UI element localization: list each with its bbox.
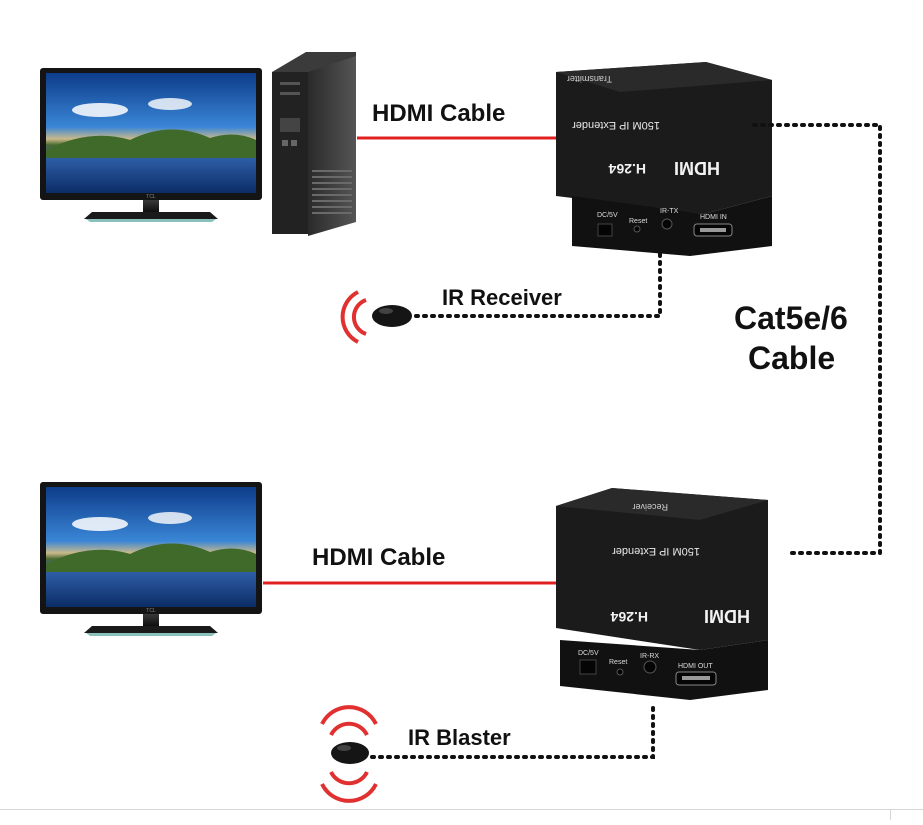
hdmi-cable-top-label: HDMI Cable xyxy=(372,100,506,127)
receiver-device: Receiver 150M IP Extender HDMI H.264 DC/… xyxy=(556,488,768,700)
receiver-port-ir: IR-RX xyxy=(640,653,659,660)
receiver-port-reset: Reset xyxy=(609,659,627,666)
bottom-divider-tick xyxy=(890,810,891,820)
receiver-model-label: 150M IP Extender xyxy=(612,545,700,557)
bottom-tv-base xyxy=(84,626,218,633)
transmitter-port-reset: Reset xyxy=(629,218,647,225)
transmitter-model-label: 150M IP Extender xyxy=(572,119,660,131)
ir-blaster-wave-top-outer xyxy=(320,705,378,725)
bottom-tv-neck xyxy=(143,614,159,626)
receiver-port-dc: DC/5V xyxy=(578,650,599,657)
receiver-front-panel xyxy=(560,640,768,700)
top-tv-base xyxy=(84,212,218,219)
ir-receiver-label: IR Receiver xyxy=(442,285,562,310)
transmitter-port-ir: IR-TX xyxy=(660,208,679,215)
receiver-brand-logo: HDMI xyxy=(704,606,750,626)
transmitter-port-dc: DC/5V xyxy=(597,212,618,219)
bottom-tv-brand: TCL xyxy=(146,608,156,614)
ir-blaster-label: IR Blaster xyxy=(408,725,511,750)
receiver-port-hdmi: HDMI OUT xyxy=(678,663,713,670)
hdmi-cable-bottom-label: HDMI Cable xyxy=(312,544,446,571)
top-tv: TCL xyxy=(40,68,262,222)
top-tv-neck xyxy=(143,200,159,212)
ir-blaster-eye xyxy=(331,742,369,764)
ir-blaster-cable xyxy=(370,706,655,759)
ir-blaster-wave-bottom-inner xyxy=(329,771,369,786)
transmitter-name-label: Transmitter xyxy=(567,74,612,84)
ir-receiver-device xyxy=(340,290,412,344)
ir-receiver-cable xyxy=(410,252,662,318)
ir-blaster-wave-top-inner xyxy=(329,721,369,736)
pc-side xyxy=(308,56,356,236)
bottom-divider xyxy=(0,809,923,810)
transmitter-port-hdmi: HDMI IN xyxy=(700,214,727,221)
cat-cable-label-line1: Cat5e/6 xyxy=(734,300,848,336)
bottom-tv-hills xyxy=(46,543,256,572)
ir-receiver-eye xyxy=(372,305,412,327)
transmitter-brand-logo: HDMI xyxy=(674,158,720,178)
cat-cable-label-line2: Cable xyxy=(748,340,836,376)
bottom-tv: TCL xyxy=(40,482,262,636)
ir-blaster-device xyxy=(320,705,378,803)
pc-front xyxy=(272,72,308,234)
transmitter-device: Transmitter 150M IP Extender HDMI H.264 … xyxy=(556,62,772,256)
top-tv-hills xyxy=(46,129,256,158)
receiver-name-label: Receiver xyxy=(632,502,668,512)
pc-tower xyxy=(272,52,356,236)
ir-receiver-wave-outer xyxy=(340,290,359,344)
ir-blaster-wave-bottom-outer xyxy=(320,783,378,803)
cat-cable-line xyxy=(752,123,882,555)
ir-receiver-wave-inner xyxy=(351,298,367,336)
receiver-codec-label: H.264 xyxy=(610,609,648,625)
transmitter-codec-label: H.264 xyxy=(608,161,646,177)
top-tv-brand: TCL xyxy=(146,194,156,200)
